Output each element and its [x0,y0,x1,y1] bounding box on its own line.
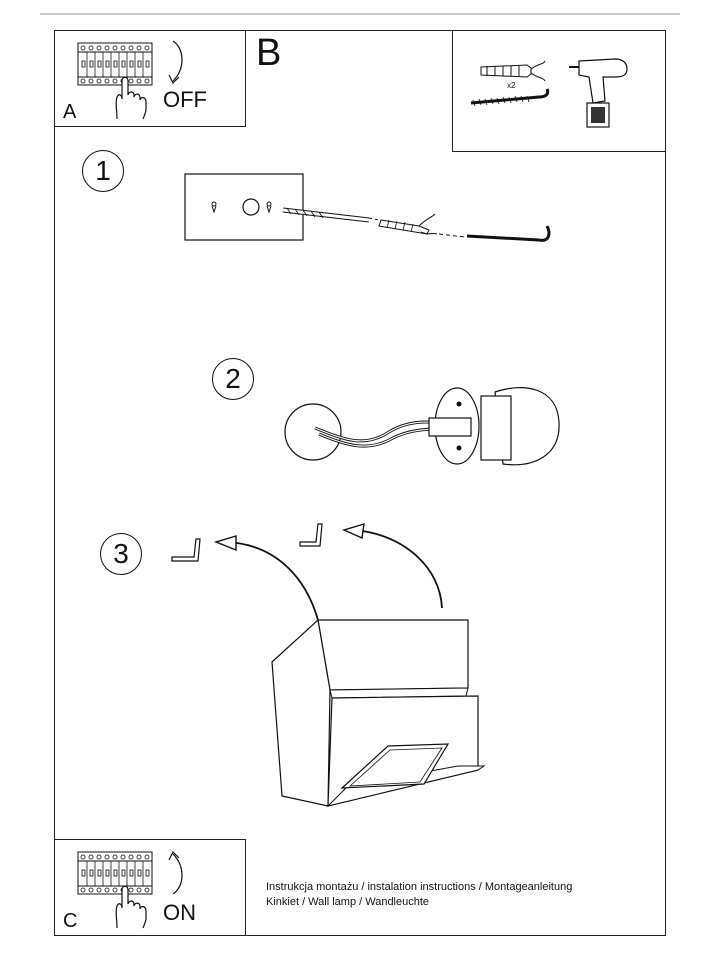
page-frame [54,30,666,936]
footer-line-2: Kinkiet / Wall lamp / Wandleuchte [266,896,430,908]
panel-a-state: OFF [163,87,207,112]
breaker-icon [77,42,153,86]
footer-line-1: Instrukcja montażu / instalation instruc… [266,881,573,893]
panel-a-letter: A [63,101,77,123]
panel-b-letter: B [256,32,282,74]
step-1-number: 1 [82,150,124,192]
bracket-icon [171,538,201,562]
panel-a: A OFF [54,30,246,127]
mounting-diagram [184,173,551,242]
wiring-diagram [284,387,560,466]
panel-c: C ON [54,839,246,936]
hand-icon [115,76,147,120]
tools-panel: x2 [452,30,666,152]
step-3-number: 3 [100,533,142,575]
rotate-ccw-arrow-icon [168,40,183,85]
lamp-body-icon [271,618,486,807]
bracket-icon [299,523,323,547]
wall-plug-icon [480,60,546,82]
drill-icon [569,58,628,128]
panel-c-state: ON [163,900,196,925]
install-arrows [213,523,443,621]
step-2-number: 2 [212,358,254,400]
hand-icon [115,885,147,929]
quantity-label: x2 [507,81,516,90]
rotate-cw-arrow-icon [168,850,183,895]
footer-caption: Instrukcja montażu / instalation instruc… [266,880,572,910]
panel-c-letter: C [63,910,78,932]
hook-screw-icon [470,88,550,107]
breaker-icon [77,851,153,895]
lamp-socket-icon [428,387,560,466]
top-rule [40,13,680,15]
